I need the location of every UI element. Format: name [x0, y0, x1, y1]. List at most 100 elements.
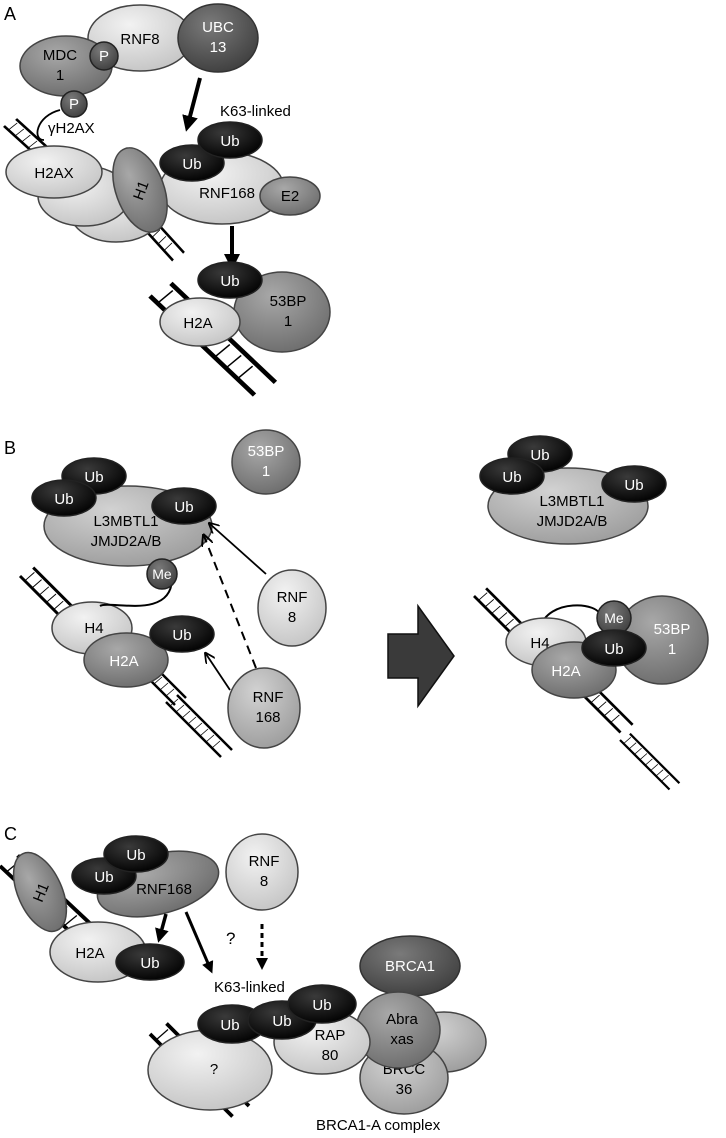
ub-label-b2: Ub: [54, 491, 73, 508]
rnf168-label-c: RNF168: [136, 881, 192, 898]
53bp1-label-b-right-line1: 53BP: [654, 621, 691, 638]
panel-label-b: B: [4, 438, 16, 458]
ub-ellipse-b-right3: [601, 465, 667, 503]
arrow-a1: [182, 77, 202, 132]
panel-label-c: C: [4, 824, 17, 844]
h2a-label-b: H2A: [109, 653, 138, 670]
rnf8-label-c-line2: 8: [260, 873, 268, 890]
h2a-label-b-right: H2A: [551, 663, 580, 680]
ub-label-a1: Ub: [182, 156, 201, 173]
ub-label-b-right1: Ub: [530, 447, 549, 464]
h1-label-a: H1: [130, 179, 153, 203]
brcc36-label-line2: 36: [396, 1081, 413, 1098]
big-arrow-b: [387, 603, 455, 709]
e2-label: E2: [281, 188, 299, 205]
p-circle-a1: [89, 41, 119, 71]
ub-ellipse-c6: [287, 984, 357, 1024]
ub-label-a3: Ub: [220, 273, 239, 290]
ub-label-b3: Ub: [174, 499, 193, 516]
ub-ellipse-a1: [159, 144, 225, 182]
ub-ellipse-a3: [197, 261, 263, 299]
ub-ellipse-b3: [151, 487, 217, 525]
h1-ellipse-c: [12, 851, 68, 933]
e2-ellipse: [259, 176, 321, 216]
k63-label-c: K63-linked: [214, 979, 285, 996]
ub-ellipse-b-right4: [581, 629, 647, 667]
ub-label-c5: Ub: [272, 1013, 291, 1030]
p-label-a2: P: [69, 96, 79, 113]
l3mbtl1-label-b-right-line1: L3MBTL1: [539, 493, 604, 510]
me-circle-b: [146, 558, 178, 590]
ub-label-c4: Ub: [220, 1017, 239, 1034]
53bp1-label-b-line2: 1: [262, 463, 270, 480]
me-link-b: [99, 579, 173, 607]
rnf8-ellipse-c: [225, 833, 299, 911]
brca1-label: BRCA1: [385, 958, 435, 975]
ub-label-c6: Ub: [312, 997, 331, 1014]
mdc1-label-line1: MDC: [43, 47, 77, 64]
p-circle-a2: [60, 90, 88, 118]
ub-label-c2: Ub: [94, 869, 113, 886]
rnf8-label-c-line1: RNF: [249, 853, 280, 870]
dna-ladder-b6: [618, 732, 681, 791]
k63-label-a: K63-linked: [220, 103, 291, 120]
arrow-b-rnf168-dashed: [204, 536, 257, 669]
53bp1-label-a-line2: 1: [284, 313, 292, 330]
ub-ellipse-c3: [115, 943, 185, 981]
arrow-c-k63: [184, 911, 214, 974]
h2a-label-a: H2A: [183, 315, 212, 332]
question-label-c1: ?: [226, 929, 235, 948]
ub-label-c3: Ub: [140, 955, 159, 972]
h4-label-b: H4: [84, 620, 103, 637]
ubc13-label-line2: 13: [210, 39, 227, 56]
gh2ax-label: γH2AX: [48, 120, 95, 137]
ub-label-b1: Ub: [84, 469, 103, 486]
h2a-ellipse-b: [83, 632, 169, 688]
rnf168-label-a: RNF168: [199, 185, 255, 202]
ub-label-b-right2: Ub: [502, 469, 521, 486]
53bp1-ellipse-b: [231, 429, 301, 495]
h2ax-ellipse: [5, 145, 103, 199]
ub-ellipse-b4: [149, 615, 215, 653]
me-label-b-right: Me: [604, 610, 624, 626]
ub-label-b4: Ub: [172, 627, 191, 644]
53bp1-label-b-line1: 53BP: [248, 443, 285, 460]
h2a-label-c: H2A: [75, 945, 104, 962]
abraxas-label-line1: Abra: [386, 1011, 418, 1028]
ub-ellipse-a2: [197, 121, 263, 159]
l3mbtl1-label-b-line1: L3MBTL1: [93, 513, 158, 530]
rnf8-label-a: RNF8: [120, 31, 159, 48]
rnf8-ellipse-b: [257, 569, 327, 647]
53bp1-label-b-right-line2: 1: [668, 641, 676, 658]
h2a-ellipse-a: [159, 297, 241, 347]
brca1-a-complex-label: BRCA1-A complex: [316, 1117, 441, 1134]
rnf168-label-b-line1: RNF: [253, 689, 284, 706]
ubc13-ellipse: [177, 3, 259, 73]
ub-label-c1: Ub: [126, 847, 145, 864]
arrow-b-rnf168: [206, 654, 231, 691]
rap80-label-line2: 80: [322, 1047, 339, 1064]
ub-label-b-right4: Ub: [604, 641, 623, 658]
ub-label-a2: Ub: [220, 133, 239, 150]
p-label-a1: P: [99, 48, 109, 65]
53bp1-label-a-line1: 53BP: [270, 293, 307, 310]
arrow-b-rnf8: [210, 524, 267, 575]
abraxas-label-line2: xas: [390, 1031, 413, 1048]
mdc1-label-line2: 1: [56, 67, 64, 84]
me-label-b: Me: [152, 566, 172, 582]
h1-label-c: H1: [30, 880, 53, 904]
ub-label-b-right3: Ub: [624, 477, 643, 494]
h2ax-label: H2AX: [34, 165, 73, 182]
ubc13-label-line1: UBC: [202, 19, 234, 36]
panel-label-a: A: [4, 4, 16, 24]
rap80-label-line1: RAP: [315, 1027, 346, 1044]
rnf168-label-b-line2: 168: [255, 709, 280, 726]
arrow-c-ub: [155, 913, 169, 943]
unknown-histone-label: ?: [210, 1061, 218, 1078]
h1-ellipse-a: [112, 147, 168, 233]
ub-ellipse-c1: [103, 835, 169, 873]
ub-ellipse-b2: [31, 479, 97, 517]
h4-label-b-right: H4: [530, 635, 549, 652]
